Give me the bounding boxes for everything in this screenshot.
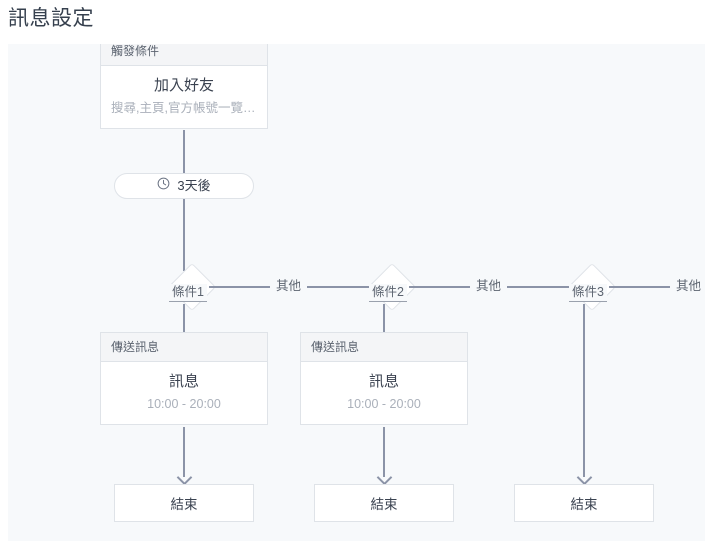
clock-icon [157, 177, 170, 195]
message-node-header-2: 傳送訊息 [301, 333, 467, 362]
page-title: 訊息設定 [8, 7, 94, 30]
connector-message-1-to-end [183, 427, 185, 477]
connector-other-3 [609, 286, 705, 288]
message-node-body-1: 訊息 10:00 - 20:00 [101, 362, 267, 424]
message-node-card-2[interactable]: 傳送訊息 訊息 10:00 - 20:00 [300, 332, 468, 425]
message-node-subtitle-2: 10:00 - 20:00 [347, 397, 421, 411]
message-node-subtitle-1: 10:00 - 20:00 [147, 397, 221, 411]
connector-trigger-to-delay [183, 130, 185, 173]
trigger-node-subtitle: 搜尋,主頁,官方帳號一覽,聊… [111, 101, 257, 115]
trigger-node-title: 加入好友 [153, 77, 214, 94]
delay-node[interactable]: 3天後 [114, 173, 254, 199]
arrow-head-end-3 [576, 469, 593, 486]
message-node-title-1: 訊息 [168, 373, 199, 390]
branch-label-condition-1[interactable]: 條件1 [169, 284, 207, 302]
end-node-1[interactable]: 結束 [114, 484, 254, 522]
connector-decision-3-to-end [583, 304, 585, 477]
arrow-head-end-1 [176, 469, 193, 486]
end-node-2[interactable]: 結束 [314, 484, 454, 522]
branch-label-condition-3[interactable]: 條件3 [569, 284, 607, 302]
connector-delay-to-decision-1 [183, 199, 185, 271]
delay-node-label: 3天後 [177, 178, 211, 193]
connector-decision-1-to-condition [183, 304, 185, 332]
trigger-node-header: 觸發條件 [101, 44, 267, 66]
message-node-body-2: 訊息 10:00 - 20:00 [301, 362, 467, 424]
message-node-card-1[interactable]: 傳送訊息 訊息 10:00 - 20:00 [100, 332, 268, 425]
edge-label-other-2: 其他 [470, 278, 508, 294]
connector-decision-2-to-condition [383, 304, 385, 332]
edge-label-other-1: 其他 [270, 278, 308, 294]
flow-canvas[interactable]: 觸發條件 加入好友 搜尋,主頁,官方帳號一覽,聊… 3天後 其他 其他 其他 條… [8, 44, 705, 541]
arrow-head-end-2 [376, 469, 393, 486]
end-node-3[interactable]: 結束 [514, 484, 654, 522]
connector-message-2-to-end [383, 427, 385, 477]
edge-label-other-3: 其他 [670, 278, 705, 294]
trigger-node-card[interactable]: 觸發條件 加入好友 搜尋,主頁,官方帳號一覽,聊… [100, 44, 268, 129]
trigger-node-body: 加入好友 搜尋,主頁,官方帳號一覽,聊… [101, 66, 267, 128]
message-node-header-1: 傳送訊息 [101, 333, 267, 362]
message-node-title-2: 訊息 [368, 373, 399, 390]
branch-label-condition-2[interactable]: 條件2 [369, 284, 407, 302]
